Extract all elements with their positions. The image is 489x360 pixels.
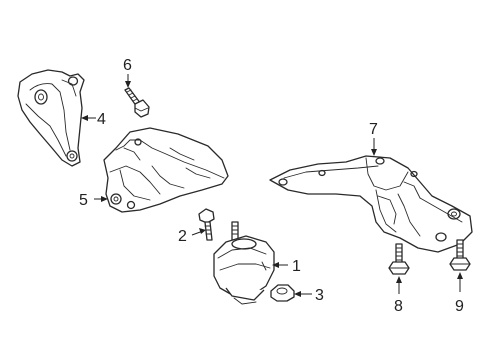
part-3-nut [270,284,295,302]
callout-5: 5 [79,192,88,209]
callout-1: 1 [292,258,301,275]
part-6-bolt [124,87,150,118]
callout-2: 2 [178,228,187,245]
part-5-shield [103,127,229,213]
leader-lines [81,74,463,297]
callout-9: 9 [455,298,464,315]
callout-7: 7 [369,121,378,138]
part-1-mount [213,221,275,305]
part-7-crossmember [269,155,473,253]
callout-4: 4 [97,111,106,128]
callout-8: 8 [394,298,403,315]
callout-6: 6 [123,57,132,74]
part-9-bolt [449,239,471,271]
part-2-bolt [198,208,215,241]
callout-3: 3 [315,287,324,304]
part-4-bracket [17,69,85,167]
part-8-bolt [388,243,410,275]
